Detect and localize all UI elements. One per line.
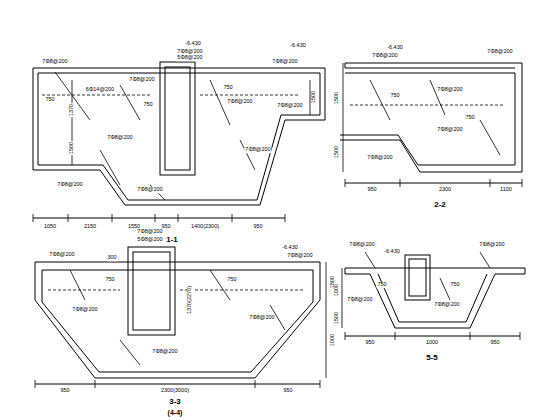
- section-2-2: [340, 63, 522, 187]
- dimension-text: 7Φ8@200: [276, 103, 303, 109]
- dimension-text: 7Φ8@200: [176, 49, 203, 55]
- section-label: -6.430: [383, 249, 401, 255]
- section-label: 5-5: [425, 354, 439, 362]
- dimension-text: 300: [106, 255, 117, 261]
- dimension-text: 7Φ8@200: [248, 315, 275, 321]
- dimension-text: 1500: [311, 90, 317, 104]
- dimension-text: 5Φ8@200: [136, 237, 163, 243]
- dimension-text: 7Φ8@200: [151, 349, 178, 355]
- dimension-text: 2300: [438, 187, 452, 193]
- dimension-text: 7Φ8@200: [136, 229, 163, 235]
- dimension-text: 750: [376, 282, 387, 288]
- dimension-text: 7Φ8@200: [366, 155, 393, 161]
- dimension-text: 7Φ8@200: [41, 59, 68, 65]
- section-1-1: [33, 62, 325, 222]
- dimension-text: 1000: [425, 340, 439, 346]
- dimension-text: 950: [252, 224, 263, 230]
- dimension-text: 7Φ8@200: [436, 87, 463, 93]
- dimension-text: 750: [104, 277, 115, 283]
- dimension-text: 7Φ8@200: [348, 242, 375, 248]
- dimension-text: 2150: [83, 224, 97, 230]
- dimension-text: 1000: [330, 333, 336, 347]
- dimension-text: 7Φ8@200: [226, 99, 253, 105]
- dimension-text: 7Φ8@200: [56, 182, 83, 188]
- section-3-3: [35, 247, 326, 388]
- dimension-text: 7Φ8@200: [106, 135, 133, 141]
- dimension-text: 7Φ8@200: [478, 242, 505, 248]
- dimension-text: 1400(2300): [190, 224, 220, 230]
- dimension-text: 1500: [334, 91, 340, 105]
- section-label: -6.430: [281, 245, 299, 251]
- section-5-5: [342, 252, 525, 340]
- dimension-text: 7Φ8@200: [486, 49, 513, 55]
- dimension-text: 7Φ8@200: [128, 77, 155, 83]
- dimension-text: 7Φ8@200: [433, 302, 460, 308]
- section-label: -6.430: [386, 45, 404, 51]
- dimension-text: 7Φ8@200: [346, 297, 373, 303]
- dimension-text: 7Φ8@200: [371, 53, 398, 59]
- dimension-text: 1000: [334, 283, 340, 297]
- dimension-text: 1370(2270): [187, 285, 193, 315]
- dimension-text: 750: [449, 282, 460, 288]
- dimension-text: (4-4): [167, 409, 184, 416]
- dimension-text: 750: [142, 102, 153, 108]
- dimension-text: 950: [489, 340, 500, 346]
- section-label: 2-2: [433, 201, 447, 209]
- dimension-text: 7Φ8@200: [71, 307, 98, 313]
- dimension-text: 7Φ8@200: [136, 187, 163, 193]
- section-label: 1-1: [165, 236, 179, 244]
- dimension-text: 1500: [69, 141, 75, 155]
- dimension-text: 750: [44, 97, 55, 103]
- dimension-text: 1100: [499, 187, 513, 193]
- dimension-text: 750: [464, 115, 475, 121]
- dimension-text: 7Φ8@200: [48, 252, 75, 258]
- dimension-text: 5Φ8@200: [176, 55, 203, 61]
- section-label: 3-3: [168, 398, 182, 406]
- section-label: -6.430: [184, 41, 202, 47]
- dimension-text: 1050: [43, 224, 57, 230]
- dimension-text: 950: [364, 340, 375, 346]
- dimension-text: 7Φ8@200: [286, 253, 313, 259]
- dimension-text: 2300(3000): [160, 388, 190, 394]
- dimension-text: 1500: [334, 311, 340, 325]
- dimension-text: 7Φ8@200: [244, 147, 271, 153]
- dimension-text: 7Φ8@200: [271, 59, 298, 65]
- dimension-text: 750: [226, 277, 237, 283]
- dimension-text: 950: [282, 388, 293, 394]
- dimension-text: 1500: [334, 145, 340, 159]
- dimension-text: 950: [366, 187, 377, 193]
- dimension-text: 7Φ8@200: [436, 127, 463, 133]
- section-label: -6.430: [289, 43, 307, 49]
- dimension-text: 750: [389, 93, 400, 99]
- dimension-text: 750: [222, 85, 233, 91]
- dimension-text: 1370: [69, 103, 75, 117]
- dimension-text: 6Φ14@200: [85, 87, 115, 93]
- dimension-text: 950: [59, 388, 70, 394]
